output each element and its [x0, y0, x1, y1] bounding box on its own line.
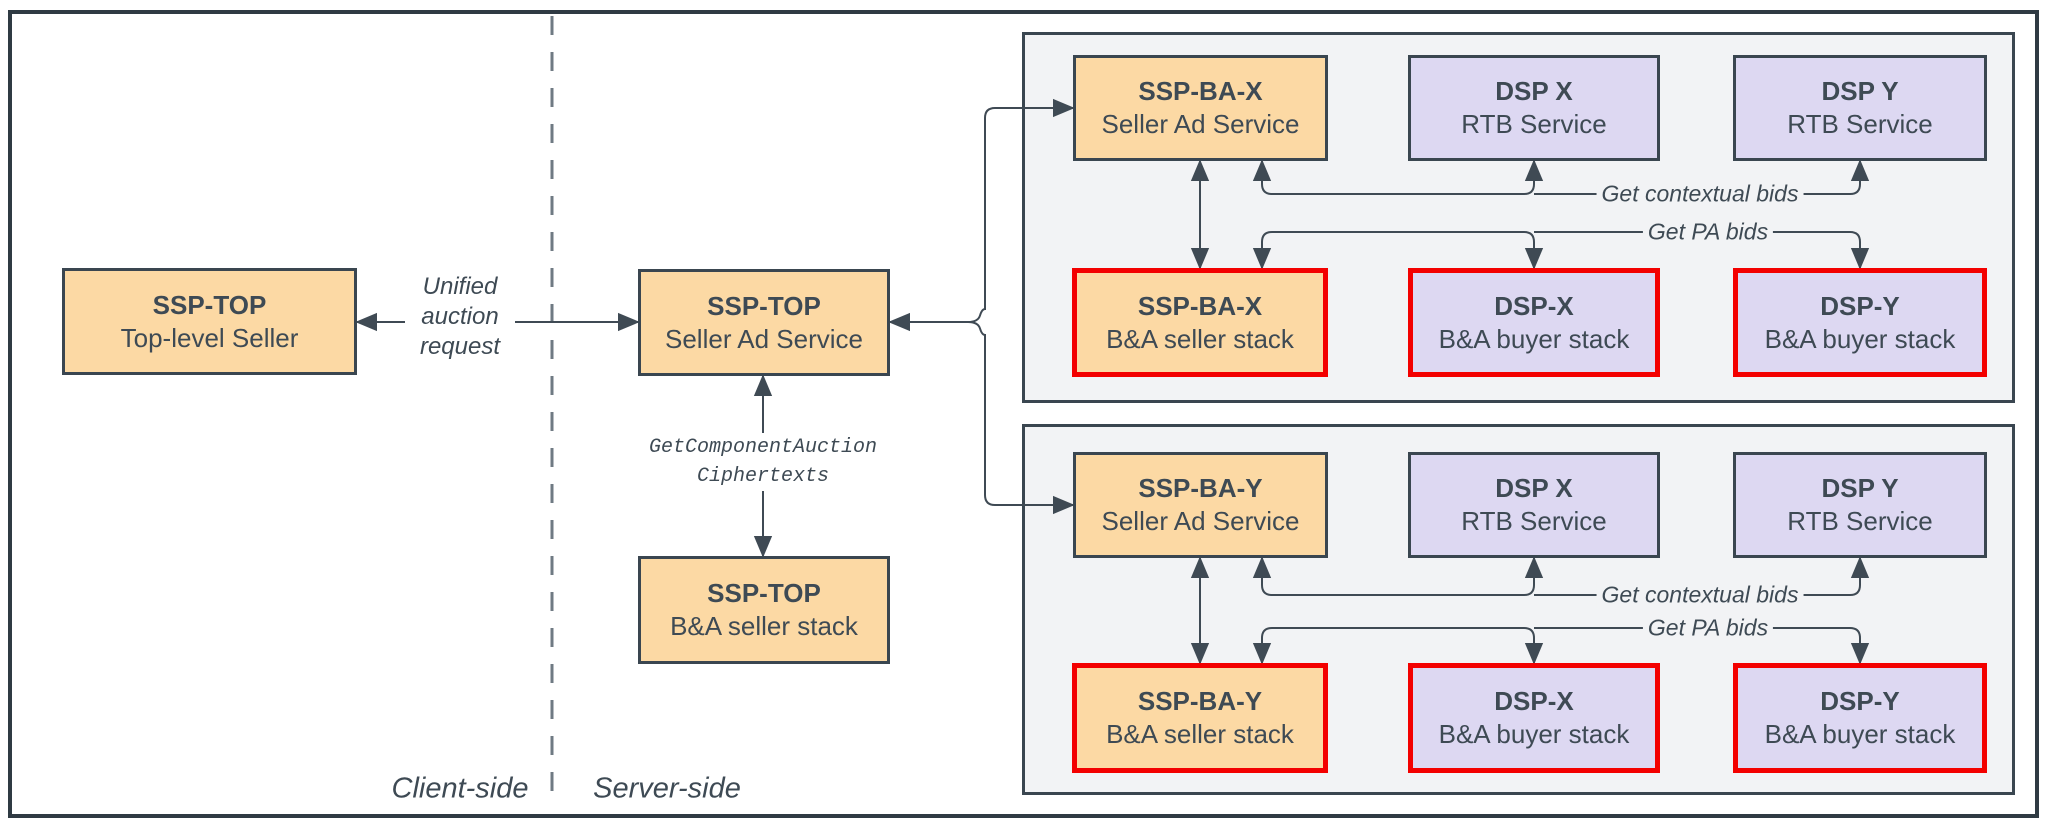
node-dsp-x-stack-panel-y: DSP-X B&A buyer stack — [1408, 663, 1660, 773]
node-title: SSP-BA-X — [1137, 290, 1263, 321]
bracket-to-panel-y — [967, 321, 1075, 515]
label-unified-auction-request: Unified auction request — [405, 270, 515, 364]
node-title: SSP-BA-Y — [1137, 686, 1263, 716]
node-dsp-x-stack-panel-x: DSP-X B&A buyer stack — [1408, 268, 1660, 377]
label-client-side: Client-side — [391, 772, 529, 805]
outer-border — [8, 10, 2039, 818]
node-subtitle: RTB Service — [1787, 506, 1933, 536]
node-ssp-ba-y-seller-ad: SSP-BA-Y Seller Ad Service — [1073, 452, 1328, 558]
label-get-contextual-bids-x: Get contextual bids — [1596, 180, 1804, 208]
node-title: DSP-Y — [1820, 686, 1900, 716]
node-title: DSP-X — [1494, 686, 1574, 716]
node-dsp-x-rtb-panel-y: DSP X RTB Service — [1408, 452, 1660, 558]
node-subtitle: B&A seller stack — [670, 611, 858, 641]
node-dsp-y-stack-panel-y: DSP-Y B&A buyer stack — [1733, 663, 1987, 773]
node-title: SSP-BA-Y — [1138, 473, 1263, 503]
label-get-contextual-bids-y: Get contextual bids — [1596, 581, 1804, 609]
panel-x-pa-bids-dspx — [1252, 231, 1544, 270]
panel-y-contextual-bids-dspy — [1534, 556, 1870, 596]
node-subtitle: Seller Ad Service — [1101, 109, 1300, 139]
node-dsp-x-rtb-panel-x: DSP X RTB Service — [1408, 55, 1660, 161]
panel-x-contextual-bids-dspx — [1252, 159, 1544, 195]
node-title: SSP-TOP — [707, 578, 821, 608]
node-title: DSP-Y — [1820, 290, 1900, 321]
node-subtitle: Seller Ad Service — [665, 323, 863, 354]
node-subtitle: B&A seller stack — [1106, 719, 1294, 749]
node-title: SSP-BA-X — [1138, 76, 1263, 106]
node-ssp-ba-x-stack: SSP-BA-X B&A seller stack — [1072, 268, 1328, 377]
node-subtitle: B&A buyer stack — [1438, 719, 1630, 749]
node-ssp-top-seller: SSP-TOP Top-level Seller — [62, 268, 357, 375]
node-title: DSP Y — [1821, 76, 1899, 106]
node-subtitle: Seller Ad Service — [1101, 506, 1300, 536]
node-subtitle: RTB Service — [1461, 109, 1607, 139]
node-subtitle: RTB Service — [1787, 109, 1933, 139]
node-title: DSP-X — [1494, 290, 1574, 321]
node-ssp-ba-x-seller-ad: SSP-BA-X Seller Ad Service — [1073, 55, 1328, 161]
label-get-component-auction-ciphertexts: GetComponentAuction Ciphertexts — [632, 433, 894, 491]
panel-y-pa-bids-dspy — [1534, 627, 1870, 665]
node-title: SSP-TOP — [707, 290, 821, 321]
panel-y-contextual-bids-dspx — [1252, 556, 1544, 596]
node-subtitle: B&A buyer stack — [1438, 323, 1630, 354]
node-title: DSP Y — [1821, 473, 1899, 503]
node-ssp-ba-y-stack: SSP-BA-Y B&A seller stack — [1072, 663, 1328, 773]
panel-y-pa-bids-dspx — [1252, 627, 1544, 665]
node-subtitle: B&A buyer stack — [1764, 719, 1956, 749]
label-get-pa-bids-x: Get PA bids — [1642, 218, 1774, 246]
node-subtitle: B&A buyer stack — [1764, 323, 1956, 354]
node-subtitle: RTB Service — [1461, 506, 1607, 536]
panel-x-pa-bids-dspy — [1534, 231, 1870, 270]
label-get-pa-bids-y: Get PA bids — [1642, 614, 1774, 642]
node-title: DSP X — [1495, 76, 1573, 106]
node-subtitle: B&A seller stack — [1106, 323, 1294, 354]
label-server-side: Server-side — [593, 772, 741, 805]
node-dsp-y-rtb-panel-x: DSP Y RTB Service — [1733, 55, 1987, 161]
bracket-to-panel-x — [888, 98, 1075, 332]
node-dsp-y-stack-panel-x: DSP-Y B&A buyer stack — [1733, 268, 1987, 377]
panel-x-contextual-bids-dspy — [1534, 159, 1870, 195]
node-subtitle: Top-level Seller — [120, 322, 299, 353]
node-ssp-top-service: SSP-TOP Seller Ad Service — [638, 269, 890, 376]
node-dsp-y-rtb-panel-y: DSP Y RTB Service — [1733, 452, 1987, 558]
node-title: SSP-TOP — [152, 289, 267, 320]
node-ssp-top-stack: SSP-TOP B&A seller stack — [638, 556, 890, 664]
node-title: DSP X — [1495, 473, 1573, 503]
